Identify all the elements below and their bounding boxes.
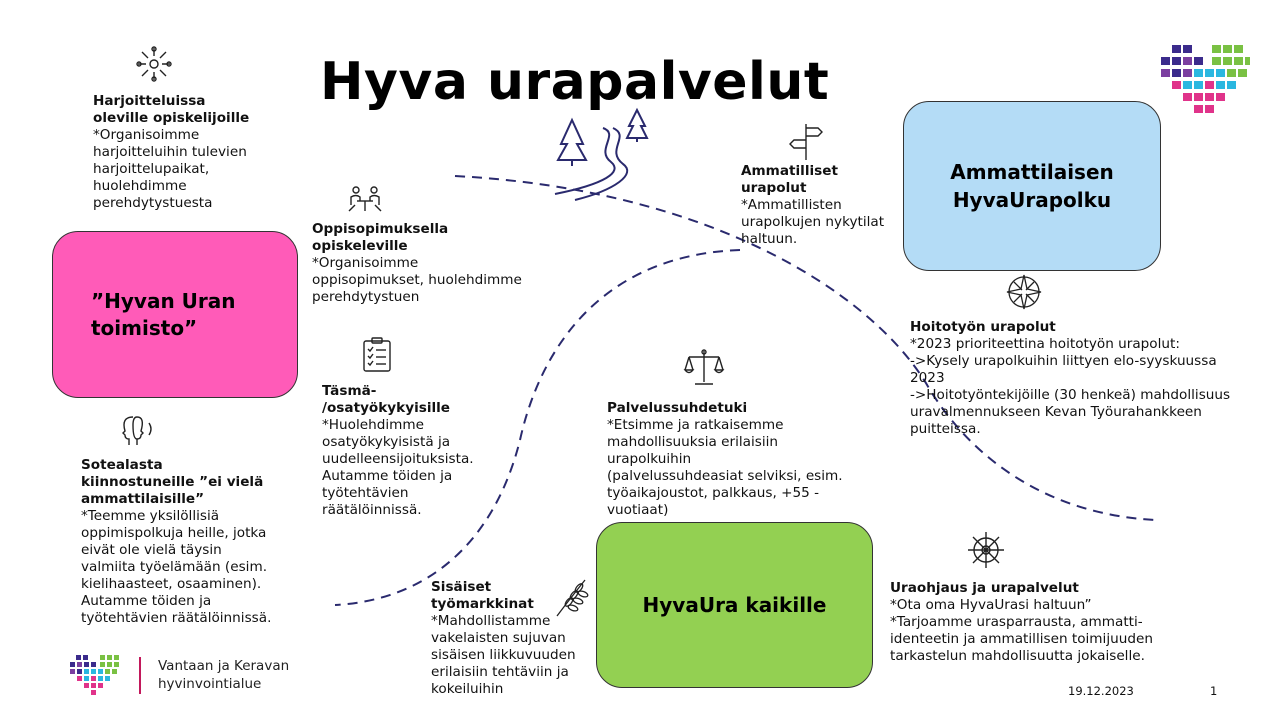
- vocational-paths-heading: Ammatilliset urapolut: [741, 163, 838, 196]
- trees-road-icon: [554, 107, 649, 201]
- employment-support-text: *Etsimme ja ratkaisemme mahdollisuuksia …: [607, 417, 843, 518]
- employment-support-block: Palvelussuhdetuki *Etsimme ja ratkaisemm…: [607, 400, 877, 519]
- trainees-block: Harjoitteluissa oleville opiskelijoille …: [93, 93, 293, 212]
- footer-org-name: Vantaan ja Keravan hyvinvointialue: [158, 658, 290, 692]
- partial-ability-heading: Täsmä- /osatyökykyisille: [322, 383, 451, 416]
- partial-ability-text: *Huolehdimme osatyökykyisistä ja uudelle…: [322, 417, 474, 518]
- career-guidance-heading: Uraohjaus ja urapalvelut: [890, 580, 1079, 596]
- interested-block: Sotealasta kiinnostuneille ”ei vielä amm…: [81, 457, 311, 627]
- office-label: ”Hyvan Uran toimisto”: [91, 288, 236, 340]
- logo-heart-icon: [1161, 45, 1250, 113]
- nursing-paths-block: Hoitotyön urapolut *2023 prioriteettina …: [910, 319, 1240, 438]
- ship-wheel-icon: [968, 532, 1004, 568]
- apprentices-heading: Oppisopimuksella opiskeleville: [312, 221, 449, 254]
- page-number: 1: [1210, 684, 1218, 698]
- teamwork-icon: [136, 46, 172, 82]
- professional-path-box: Ammattilaisen HyvaUrapolku: [903, 101, 1161, 271]
- internal-market-heading: Sisäiset työmarkkinat: [431, 579, 534, 612]
- scales-icon: [683, 349, 725, 385]
- internal-market-text: *Mahdollistamme vakelaisten sujuvan sisä…: [431, 613, 576, 697]
- signpost-icon: [789, 124, 823, 160]
- apprentices-text: *Organisoimme oppisopimukset, huolehdimm…: [312, 255, 522, 305]
- interested-text: *Teemme yksilöllisiä oppimispolkuja heil…: [81, 508, 272, 626]
- everyone-box: HyvaUra kaikille: [596, 522, 873, 688]
- meeting-icon: [348, 186, 382, 212]
- career-guidance-block: Uraohjaus ja urapalvelut *Ota oma HyvaUr…: [890, 580, 1210, 665]
- trainees-heading: Harjoitteluissa oleville opiskelijoille: [93, 93, 250, 126]
- partial-ability-block: Täsmä- /osatyökykyisille *Huolehdimme os…: [322, 383, 522, 519]
- footer-logo-icon: [70, 655, 119, 695]
- office-box: ”Hyvan Uran toimisto”: [52, 231, 298, 398]
- nursing-paths-heading: Hoitotyön urapolut: [910, 319, 1056, 335]
- footer-date: 19.12.2023: [1068, 684, 1134, 698]
- nursing-paths-text: *2023 prioriteettina hoitotyön urapolut:…: [910, 336, 1231, 437]
- faces-icon: [122, 416, 152, 445]
- vocational-paths-block: Ammatilliset urapolut *Ammatillisten ura…: [741, 163, 911, 248]
- checklist-icon: [363, 337, 391, 372]
- vocational-paths-text: *Ammatillisten urapolkujen nykytilat hal…: [741, 197, 885, 247]
- professional-path-label: Ammattilaisen HyvaUrapolku: [950, 160, 1114, 212]
- internal-market-block: Sisäiset työmarkkinat *Mahdollistamme va…: [431, 579, 601, 698]
- interested-heading: Sotealasta kiinnostuneille ”ei vielä amm…: [81, 457, 264, 507]
- footer-divider: [139, 657, 141, 694]
- page-title: Hyva urapalvelut: [320, 52, 830, 112]
- career-guidance-text: *Ota oma HyvaUrasi haltuun” *Tarjoamme u…: [890, 597, 1153, 664]
- employment-support-heading: Palvelussuhdetuki: [607, 400, 748, 416]
- apprentices-block: Oppisopimuksella opiskeleville *Organiso…: [312, 221, 552, 306]
- compass-icon: [1006, 274, 1042, 310]
- wheat-icon: [556, 579, 589, 617]
- everyone-label: HyvaUra kaikille: [642, 593, 827, 617]
- trainees-text: *Organisoimme harjoitteluihin tulevien h…: [93, 127, 247, 211]
